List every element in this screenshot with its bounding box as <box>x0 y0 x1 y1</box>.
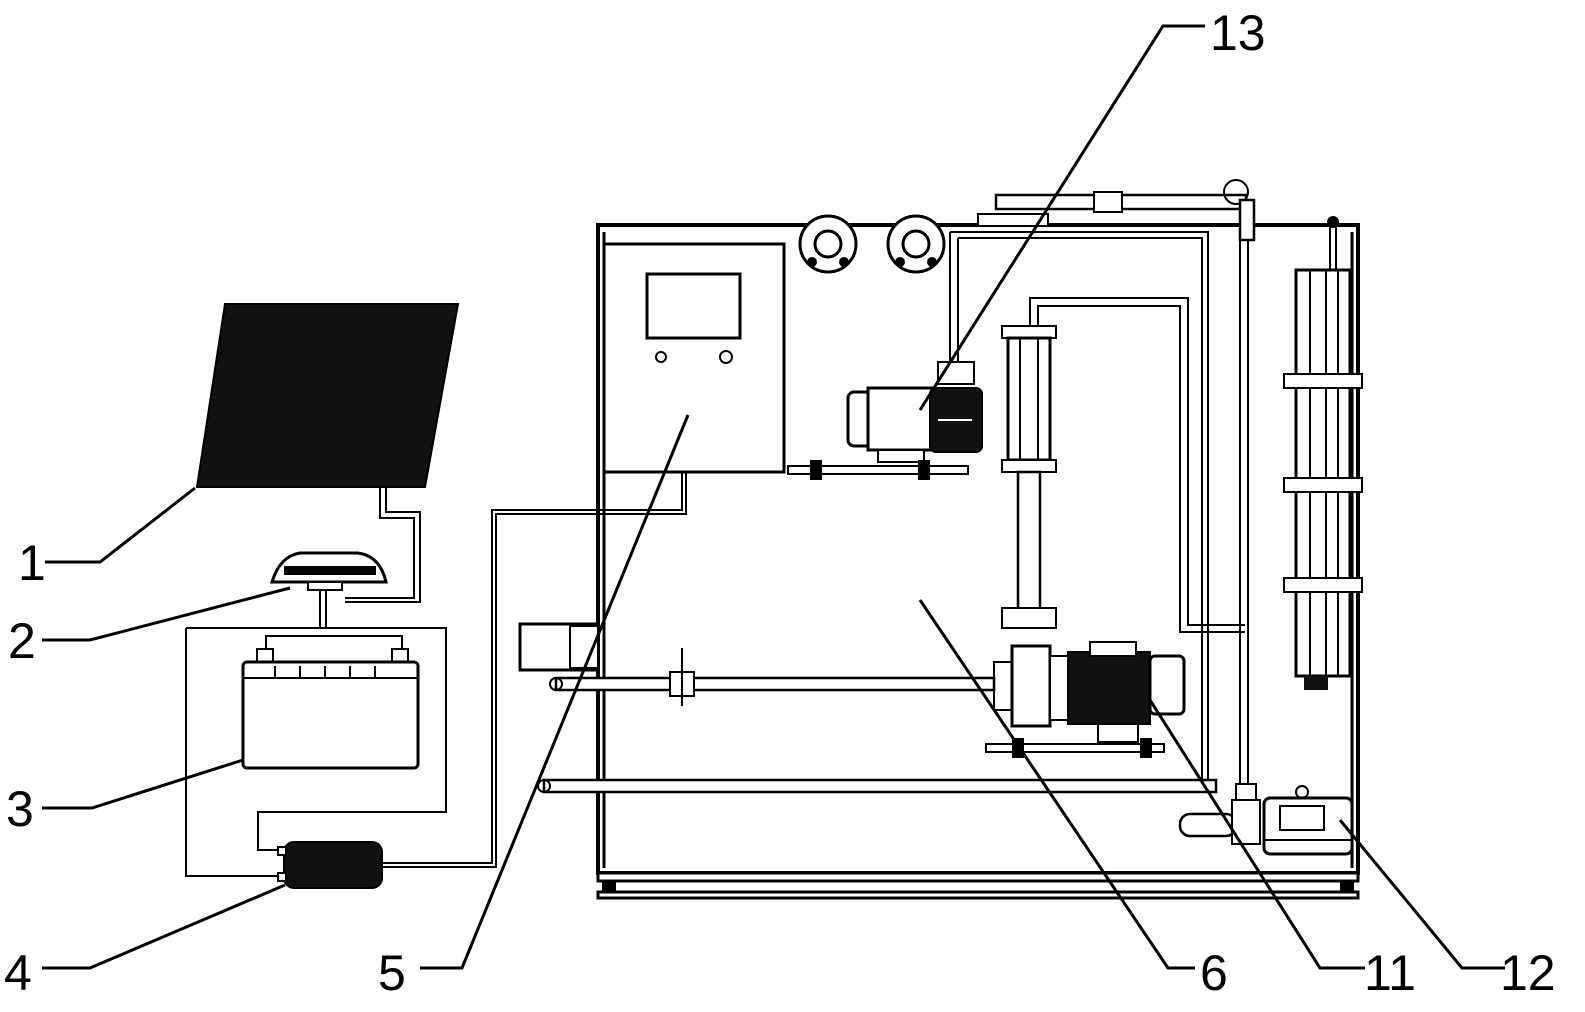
label-11: 11 <box>1364 945 1416 1001</box>
label-5: 5 <box>378 945 406 1001</box>
solar-panel <box>195 303 460 603</box>
label-2: 2 <box>8 613 36 669</box>
top-flanges <box>798 214 946 274</box>
upper-pump <box>846 361 983 463</box>
outlet-valve <box>1178 783 1261 845</box>
main-pump <box>985 641 1186 758</box>
label-3: 3 <box>6 781 34 837</box>
label-4: 4 <box>4 945 32 1001</box>
vertical-riser <box>1239 240 1249 830</box>
control-panel <box>602 242 786 474</box>
cabinet-frame <box>596 223 1360 900</box>
label-12: 12 <box>1500 945 1556 1001</box>
label-1: 1 <box>18 535 46 591</box>
leader-lines <box>42 24 1505 970</box>
label-13: 13 <box>1210 5 1266 61</box>
dosing-pump <box>1262 785 1354 856</box>
battery <box>241 648 420 770</box>
filter-column <box>1001 297 1245 633</box>
top-pipework <box>949 179 1256 785</box>
upper-base-pipe <box>787 460 969 480</box>
charge-controller <box>269 551 388 628</box>
number-labels: 1 2 3 4 5 6 11 12 13 <box>4 5 1556 1001</box>
label-6: 6 <box>1200 945 1228 1001</box>
inverter <box>277 472 687 889</box>
right-column <box>1283 216 1363 690</box>
battery-wiring <box>185 627 447 877</box>
